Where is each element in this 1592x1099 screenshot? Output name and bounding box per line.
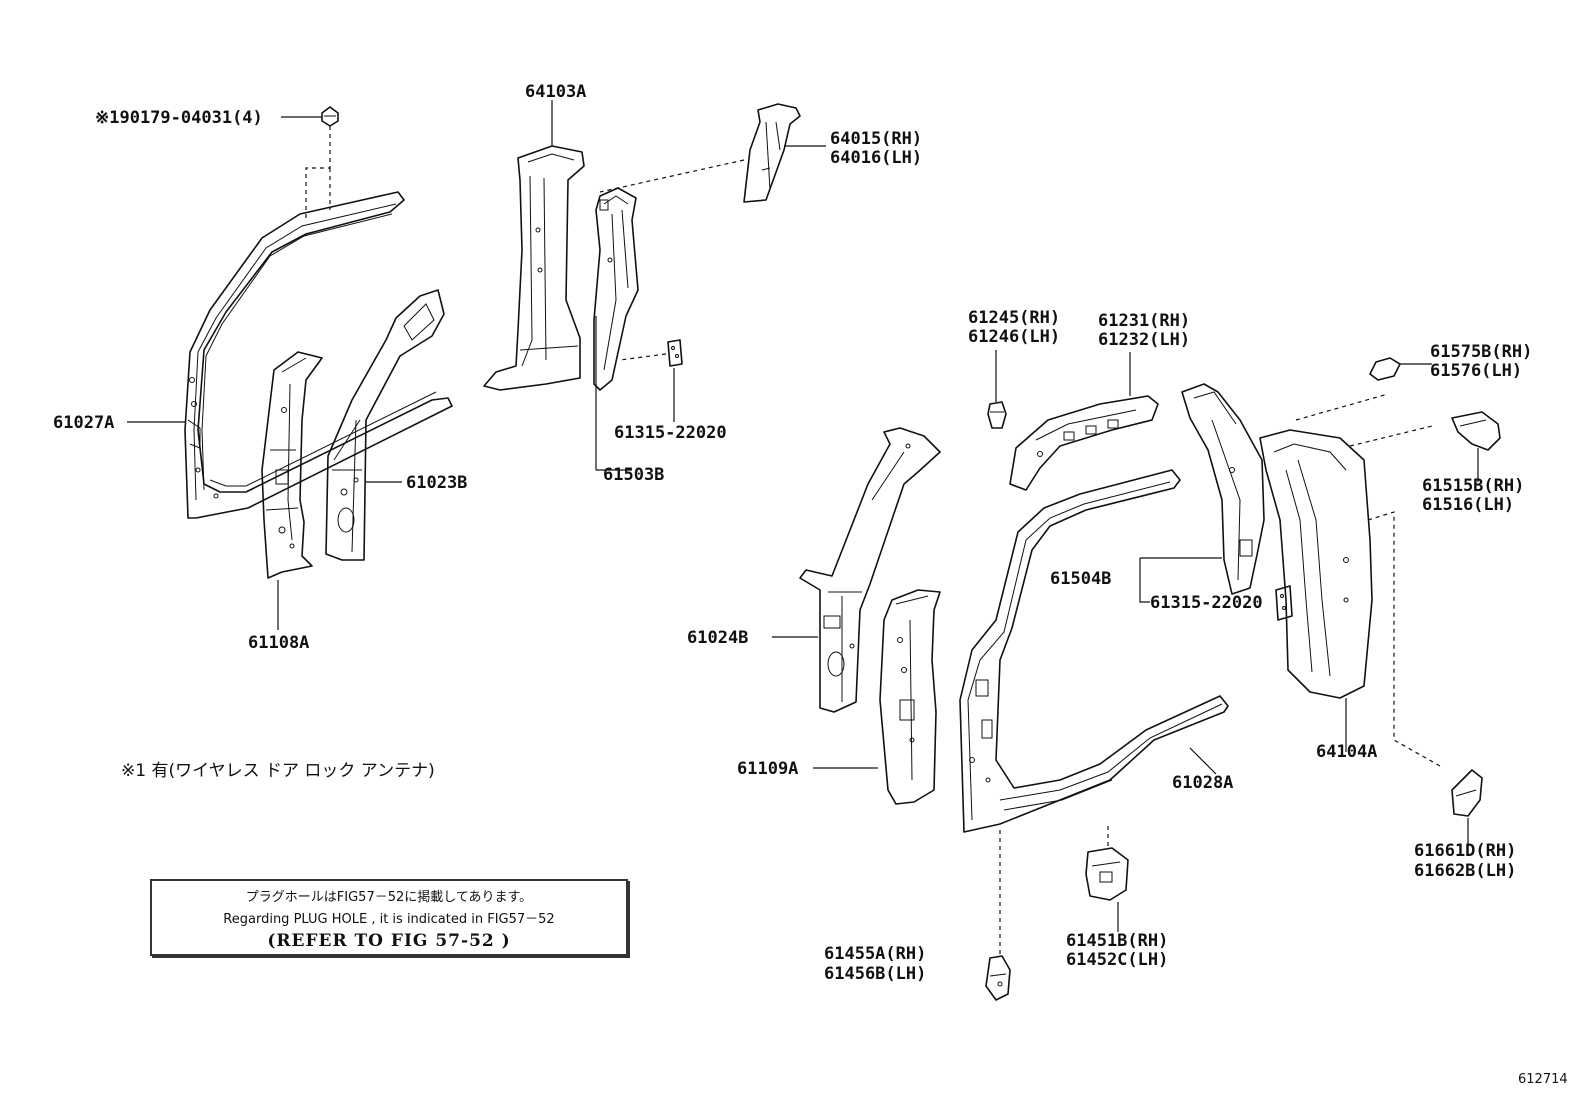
- label-61315-b: 61315-22020: [1150, 593, 1263, 613]
- label-61451B: 61451B(RH): [1066, 931, 1168, 951]
- part-61504B: [1181, 383, 1265, 595]
- label-61576: 61576(LH): [1430, 361, 1522, 381]
- plug-hole-note-box: プラグホールはFIG57－52に掲載してあります。 Regarding PLUG…: [150, 879, 628, 956]
- label-61023B: 61023B: [406, 473, 467, 493]
- label-61515B: 61515B(RH): [1422, 476, 1524, 496]
- clip-nut-icon: [321, 106, 339, 127]
- part-61315-plate-b: [1275, 585, 1293, 621]
- part-61108A: [261, 351, 323, 579]
- label-61456B: 61456B(LH): [824, 964, 926, 984]
- label-61109A: 61109A: [737, 759, 798, 779]
- part-61455A: [985, 955, 1011, 1001]
- part-61027A: [184, 191, 453, 519]
- label-61245: 61245(RH): [968, 308, 1060, 328]
- part-61245: [987, 401, 1007, 429]
- antenna-note: ※1 有(ワイヤレス ドア ロック アンテナ): [121, 761, 435, 781]
- label-61232: 61232(LH): [1098, 330, 1190, 350]
- label-61575B: 61575B(RH): [1430, 342, 1532, 362]
- part-61024B: [799, 427, 941, 713]
- plug-hole-note-en: Regarding PLUG HOLE , it is indicated in…: [223, 912, 555, 927]
- label-61452C: 61452C(LH): [1066, 950, 1168, 970]
- label-61516: 61516(LH): [1422, 495, 1514, 515]
- refer-to-fig-note: (REFER TO FIG 57-52 ): [267, 931, 511, 951]
- part-61661D: [1451, 769, 1483, 817]
- label-61108A: 61108A: [248, 633, 309, 653]
- label-61455A: 61455A(RH): [824, 944, 926, 964]
- part-61028A: [959, 469, 1229, 833]
- part-61315-plate-a: [667, 339, 683, 367]
- label-61024B: 61024B: [687, 628, 748, 648]
- part-61451B: [1085, 847, 1129, 901]
- label-64015: 64015(RH): [830, 129, 922, 149]
- label-61503B: 61503B: [603, 465, 664, 485]
- label-61027A: 61027A: [53, 413, 114, 433]
- part-61515B: [1451, 411, 1501, 451]
- part-64103A: [483, 145, 585, 391]
- part-61023B: [325, 289, 445, 561]
- part-61575B: [1369, 357, 1401, 381]
- label-61246: 61246(LH): [968, 327, 1060, 347]
- label-61315-a: 61315-22020: [614, 423, 727, 443]
- label-61662B: 61662B(LH): [1414, 861, 1516, 881]
- plug-hole-note-jp: プラグホールはFIG57－52に掲載してあります。: [245, 890, 533, 905]
- figure-id: 612714: [1518, 1072, 1568, 1087]
- label-64103A: 64103A: [525, 82, 586, 102]
- label-61661D: 61661D(RH): [1414, 841, 1516, 861]
- label-64016: 64016(LH): [830, 148, 922, 168]
- label-61028A: 61028A: [1172, 773, 1233, 793]
- part-64015: [743, 103, 801, 203]
- part-64104A: [1259, 429, 1373, 699]
- part-61231: [1009, 395, 1159, 491]
- label-61504B: 61504B: [1050, 569, 1111, 589]
- part-61503B: [593, 187, 639, 391]
- label-61231: 61231(RH): [1098, 311, 1190, 331]
- part-61109A: [879, 589, 941, 805]
- label-clip: ※190179-04031(4): [95, 108, 263, 128]
- label-64104A: 64104A: [1316, 742, 1377, 762]
